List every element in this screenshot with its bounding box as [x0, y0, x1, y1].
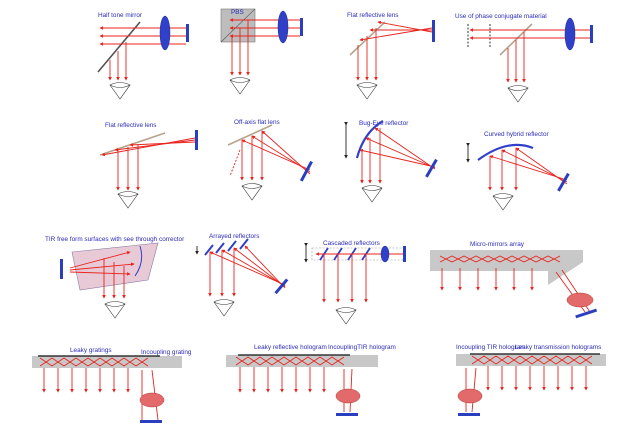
label-curved-hybrid-reflector: Curved hybrid reflector — [484, 131, 550, 138]
eye-icon — [356, 82, 378, 100]
eye-icon — [104, 301, 126, 319]
lens-icon — [139, 392, 165, 408]
curved-hybrid-mirror — [477, 143, 534, 161]
display-icon — [274, 278, 289, 295]
panel-cascaded-reflectors: Cascaded reflectors — [304, 240, 406, 325]
panel-tir-free-form: TIR free form surfaces with see through … — [45, 236, 185, 319]
display-icon — [425, 158, 438, 178]
label-tir-free-form: TIR free form surfaces with see through … — [45, 236, 185, 243]
eye-icon — [335, 307, 357, 325]
label-phase-conjugate: Use of phase conjugate material — [455, 13, 547, 20]
lens-icon — [380, 245, 390, 263]
display-icon — [575, 308, 598, 319]
eye-icon — [117, 191, 139, 209]
eye-icon — [213, 299, 235, 317]
eye-icon — [109, 82, 131, 100]
eye-icon — [492, 193, 514, 211]
panel-pbs: PBS — [220, 8, 303, 95]
panel-bug-eye-reflector: Bug-Eye reflector — [344, 120, 438, 203]
panel-leaky-reflective-hologram: Leaky reflective hologram IncouplingTIR … — [226, 344, 396, 416]
label-leaky-reflective-hologram: Leaky reflective hologram — [254, 344, 327, 351]
display-icon — [60, 259, 63, 279]
panel-half-tone-mirror: Half tone mirror — [97, 12, 189, 100]
lens-icon — [564, 17, 576, 51]
display-icon — [300, 18, 303, 36]
waveguide-plate — [32, 356, 182, 368]
panel-flat-reflective-lens-1: Flat reflective lens — [347, 12, 435, 100]
label-incoupling-tir-hologram: IncouplingTIR hologram — [328, 344, 396, 351]
label-flat-reflective-lens-2: Flat reflective lens — [105, 122, 157, 129]
panel-phase-conjugate: Use of phase conjugate material — [455, 13, 593, 103]
panel-flat-reflective-lens-2: Flat reflective lens — [99, 122, 198, 209]
label-off-axis-flat-lens: Off-axis flat lens — [234, 119, 280, 126]
label-pbs: PBS — [231, 9, 244, 16]
panel-leaky-gratings: Leaky gratings Incoupling grating — [32, 347, 192, 423]
waveguide-plate — [430, 250, 583, 285]
display-icon — [458, 413, 480, 416]
lens-icon — [457, 388, 483, 404]
panel-arrayed-reflectors: Arrayed reflectors — [195, 233, 289, 317]
label-leaky-gratings: Leaky gratings — [70, 347, 112, 354]
lens-icon — [335, 388, 361, 404]
waveguide-plate — [456, 354, 606, 366]
label-incoupling-grating: Incoupling grating — [141, 349, 192, 356]
ray-bundle — [99, 26, 186, 81]
display-icon — [557, 172, 570, 192]
display-icon — [590, 25, 593, 43]
bug-eye-curved-mirror — [355, 120, 384, 159]
eye-icon — [361, 185, 383, 203]
panel-off-axis-flat-lens: Off-axis flat lens — [227, 119, 313, 201]
label-half-tone-mirror: Half tone mirror — [98, 12, 143, 19]
eye-icon — [241, 183, 263, 201]
display-icon — [403, 246, 406, 262]
display-icon — [186, 24, 189, 42]
label-micro-mirrors-array: Micro-mirrors array — [470, 241, 525, 248]
lens-icon — [277, 10, 289, 44]
eye-icon — [507, 85, 529, 103]
label-cascaded-reflectors: Cascaded reflectors — [323, 240, 380, 247]
lens-icon — [566, 292, 594, 308]
display-icon — [140, 420, 162, 423]
label-leaky-transmission-holograms: Leaky transmission holograms — [515, 344, 601, 351]
display-icon — [336, 413, 358, 416]
half-tone-mirror — [97, 21, 141, 73]
arrayed-mirror-segments — [204, 238, 249, 256]
lens-icon — [159, 15, 171, 51]
label-arrayed-reflectors: Arrayed reflectors — [209, 233, 259, 240]
label-incoupling-tir-hologram-2: Incoupling TIR hologram — [456, 344, 526, 351]
freeform-prism — [71, 242, 159, 291]
label-bug-eye-reflector: Bug-Eye reflector — [359, 120, 409, 127]
panel-leaky-transmission-holograms: Incoupling TIR hologram Leaky transmissi… — [456, 344, 606, 416]
label-flat-reflective-lens-1: Flat reflective lens — [347, 12, 399, 19]
display-icon — [432, 20, 435, 42]
eye-icon — [229, 77, 251, 95]
display-icon — [299, 160, 313, 182]
panel-micro-mirrors-array: Micro-mirrors array — [430, 241, 598, 319]
panel-curved-hybrid-reflector: Curved hybrid reflector — [466, 131, 570, 211]
display-icon — [195, 130, 198, 150]
